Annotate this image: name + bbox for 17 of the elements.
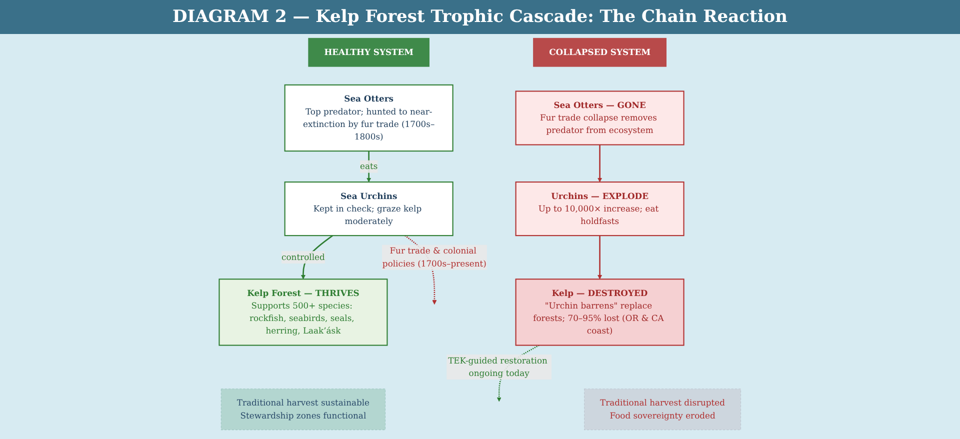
edge-label: eats — [360, 161, 378, 172]
node-box: Traditional harvest sustainable Stewardship zones functional — [220, 388, 386, 430]
node-box: COLLAPSED SYSTEM — [533, 38, 666, 67]
edge-label: Fur trade & colonial policies (1700s–present) — [382, 246, 486, 268]
node-box: HEALTHY SYSTEM — [308, 38, 430, 67]
arrow — [598, 236, 602, 280]
diagram-title: DIAGRAM 2 — Kelp Forest Trophic Cascade: The Chain Reaction — [0, 0, 960, 34]
arrow — [598, 144, 602, 182]
edge-label: TEK-guided restoration ongoing today — [448, 356, 548, 378]
node-box: Sea Urchins Kept in check; graze kelp moderately — [284, 182, 454, 236]
node-box: Kelp — DESTROYED "Urchin barrens" replace forests; 70–95% lost (OR & CA coast) — [515, 278, 684, 346]
node-box: Sea Otters Top predator; hunted to near-extinction by fur trade (1700s–1800s) — [284, 84, 454, 152]
node-box: Traditional harvest disrupted Food sovereignty eroded — [584, 388, 742, 430]
node-box: Urchins — EXPLODE Up to 10,000× increase; eat holdfasts — [515, 182, 684, 236]
node-box: Sea Otters — GONE Fur trade collapse removes predator from ecosystem — [515, 90, 684, 146]
node-box: Kelp Forest — THRIVES Supports 500+ species: rockfish, seabirds, seals, herring, Laak’ásk — [218, 278, 388, 346]
edge-label: controlled — [282, 252, 325, 262]
